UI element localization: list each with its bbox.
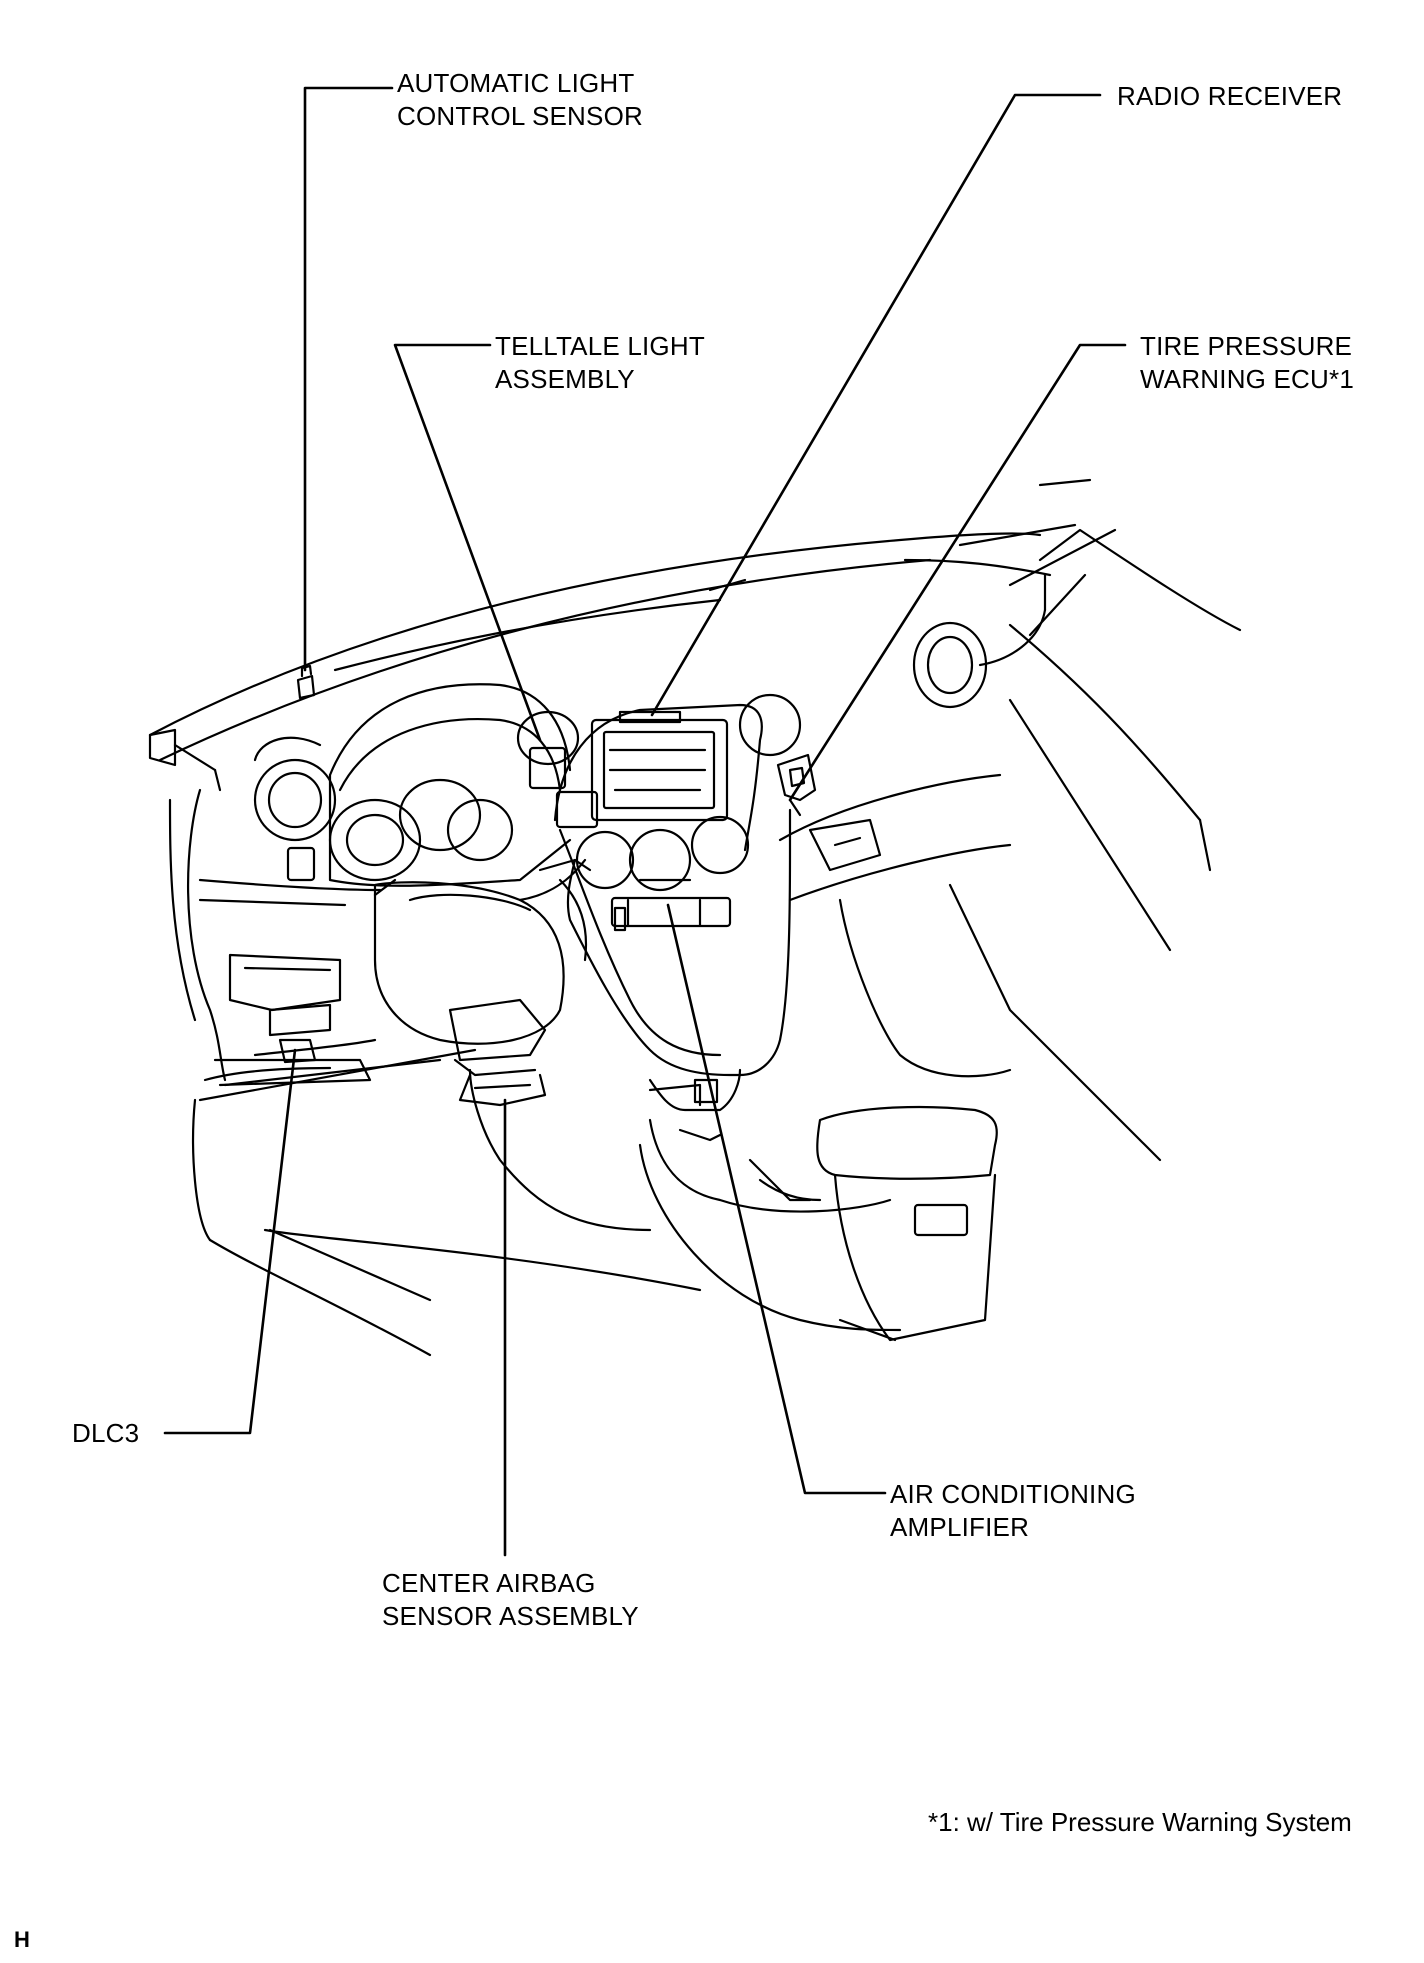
leader-telltale-light (393, 343, 542, 742)
label-line: SENSOR ASSEMBLY (382, 1601, 639, 1631)
label-line: CONTROL SENSOR (397, 101, 643, 131)
corner-mark: H (14, 1927, 30, 1952)
label-air-conditioning-amplifier: AIR CONDITIONING AMPLIFIER (890, 1478, 1136, 1544)
label-telltale-light-assembly: TELLTALE LIGHT ASSEMBLY (495, 330, 705, 396)
label-line: ASSEMBLY (495, 364, 635, 394)
label-line: WARNING ECU*1 (1140, 364, 1354, 394)
label-line: AUTOMATIC LIGHT (397, 68, 635, 98)
dashboard-illustration (148, 478, 1242, 1357)
leader-radio-receiver (650, 93, 1102, 717)
leader-tire-pressure-ecu (788, 343, 1127, 802)
leader-dlc3 (163, 1048, 297, 1435)
label-line: CENTER AIRBAG (382, 1568, 596, 1598)
label-tire-pressure-warning-ecu: TIRE PRESSURE WARNING ECU*1 (1140, 330, 1354, 396)
footnote: *1: w/ Tire Pressure Warning System (928, 1807, 1352, 1837)
label-line: RADIO RECEIVER (1117, 81, 1343, 111)
label-line: DLC3 (72, 1418, 140, 1448)
label-center-airbag-sensor-assembly: CENTER AIRBAG SENSOR ASSEMBLY (382, 1567, 639, 1633)
label-line: AMPLIFIER (890, 1512, 1030, 1542)
label-radio-receiver: RADIO RECEIVER (1117, 80, 1342, 113)
label-line: TELLTALE LIGHT (495, 331, 705, 361)
label-automatic-light-control-sensor: AUTOMATIC LIGHT CONTROL SENSOR (397, 67, 643, 133)
label-dlc3: DLC3 (72, 1417, 139, 1450)
leader-ac-amplifier (666, 903, 887, 1495)
leader-lines (163, 86, 1127, 1557)
label-line: AIR CONDITIONING (890, 1479, 1136, 1509)
leader-auto-light-sensor (303, 86, 394, 672)
label-line: TIRE PRESSURE (1140, 331, 1353, 361)
